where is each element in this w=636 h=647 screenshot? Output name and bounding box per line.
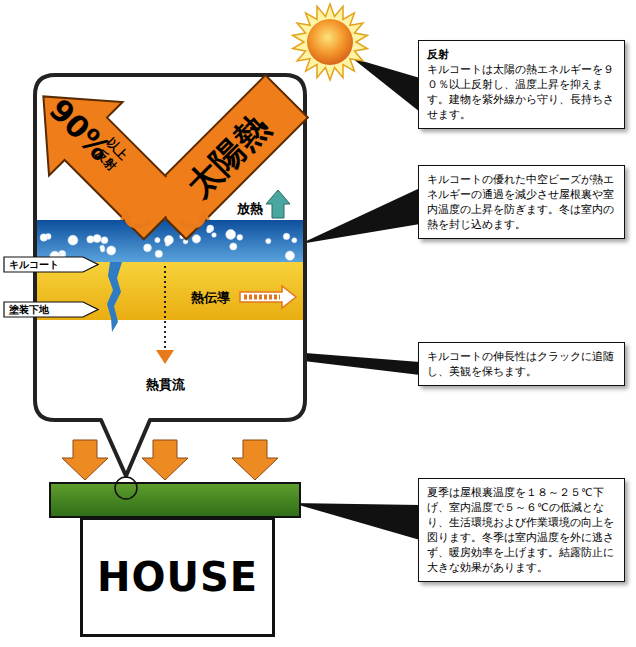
house-box: HOUSE [80, 517, 275, 637]
curl-arrows [126, 218, 204, 226]
bead [40, 234, 47, 241]
incoming-arrow [144, 75, 308, 239]
callout-text: キルコートの優れた中空ビーズが熱エネルギーの通過を減少させ屋根裏や室内温度の上昇… [427, 172, 616, 232]
callout-text: 夏季は屋根裏温度を１８～２５℃下げ、室内温度で５～６℃の低減となり、生活環境およ… [427, 485, 616, 575]
roof [50, 483, 300, 517]
bead [230, 243, 237, 250]
callout-text: キルコート [3, 256, 99, 273]
bead [93, 235, 101, 243]
callout-box: 反射キルコートは太陽の熱エネルギーを９０％以上反射し、温度上昇を抑えます。建物を… [418, 40, 625, 129]
crack [107, 262, 122, 332]
conduction-label: 熱伝導 [191, 291, 230, 304]
bead [207, 228, 212, 233]
transmission-label: 熱貫流 [146, 378, 185, 391]
callout-wedge [300, 188, 420, 244]
curl-head [120, 210, 132, 220]
bead [207, 225, 214, 232]
callout-box: 夏季は屋根裏温度を１８～２５℃下げ、室内温度で５～６℃の低減となり、生活環境およ… [418, 478, 625, 582]
callout-text: キルコートは太陽の熱エネルギーを９０％以上反射し、温度上昇を抑えます。建物を紫外… [427, 62, 616, 122]
bead [285, 251, 294, 260]
callout-heading: 反射 [427, 47, 616, 62]
conduction-arrow [240, 286, 296, 308]
bead [101, 237, 108, 244]
house-label: HOUSE [97, 554, 258, 600]
bead [283, 233, 289, 239]
bead [68, 235, 78, 245]
coating-layer [37, 220, 303, 262]
bead [100, 248, 104, 252]
callout-box: キルコートの伸長性はクラックに追随し、美観を保ちます。 [418, 342, 625, 386]
hollow-beads [40, 225, 297, 261]
bead [107, 246, 116, 255]
solar-heat-label: 太陽熱 [181, 109, 274, 202]
transmission-line [164, 266, 166, 350]
pointer-tag: 塗装下地 [3, 301, 99, 318]
bead [292, 238, 297, 243]
detail-panel [35, 75, 305, 476]
heat-arrows [62, 440, 278, 480]
release-label: 放熱 [237, 202, 263, 215]
reflected-arrow [7, 60, 202, 255]
callout-wedge [352, 58, 420, 112]
bead [144, 244, 152, 252]
pointer-tag: キルコート [3, 256, 99, 273]
sun-rays [293, 4, 368, 80]
bead [155, 238, 160, 243]
bead [183, 239, 188, 244]
bead [266, 239, 271, 244]
detail-circle [115, 477, 137, 499]
bead [212, 233, 217, 238]
bead [226, 230, 236, 240]
callout-box: キルコートの優れた中空ビーズが熱エネルギーの通過を減少させ屋根裏や室内温度の上昇… [418, 165, 625, 239]
curl-head [198, 210, 210, 220]
bead [192, 235, 200, 243]
transmission-head [156, 350, 174, 364]
sun [307, 19, 353, 65]
callout-text: キルコートの伸長性はクラックに追随し、美観を保ちます。 [427, 349, 616, 379]
bead [237, 234, 243, 240]
release-arrow [266, 190, 290, 218]
callout-text: 塗装下地 [3, 301, 99, 318]
bead [155, 250, 162, 257]
callout-wedge [292, 503, 420, 540]
bead [164, 236, 173, 245]
